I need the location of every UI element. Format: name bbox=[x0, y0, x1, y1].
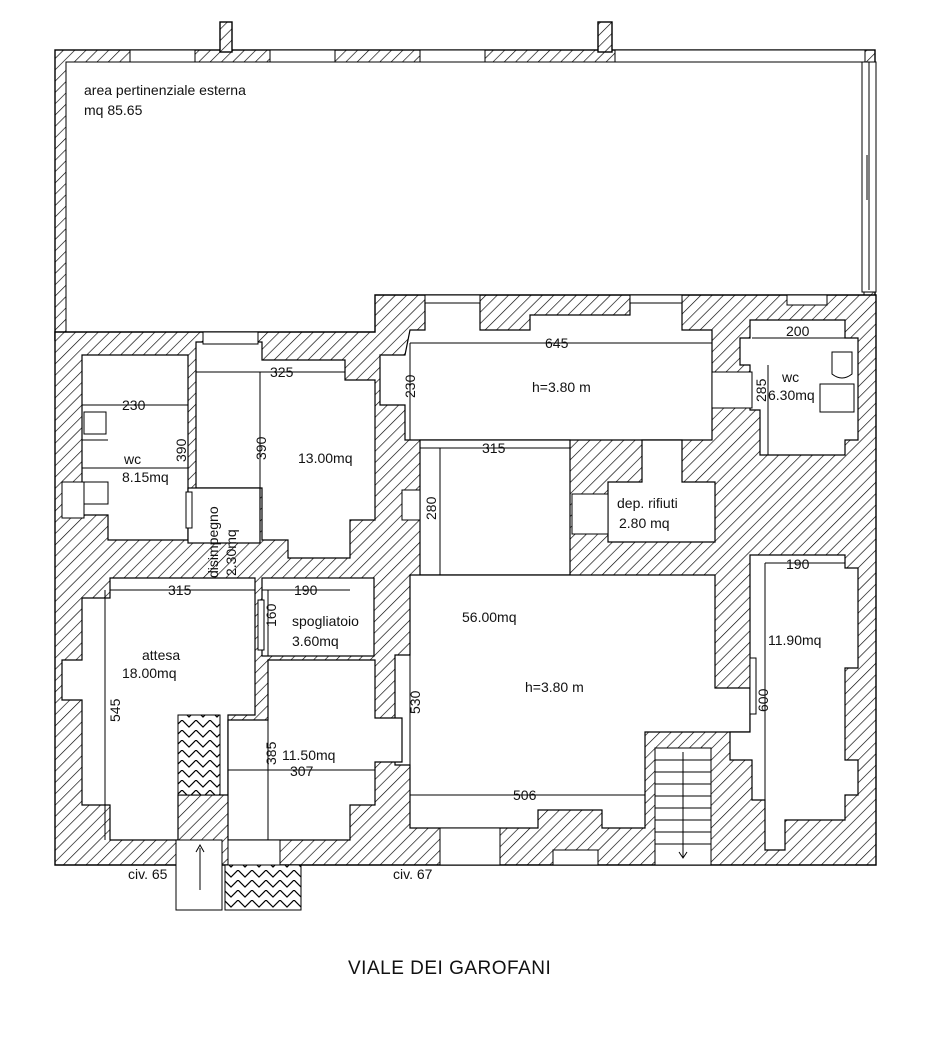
stair-treads bbox=[655, 752, 711, 859]
room-disimpegno bbox=[187, 487, 261, 544]
room-right-area: 11.90mq bbox=[768, 632, 821, 648]
entrance-civ-67: civ. 67 bbox=[393, 866, 433, 882]
attesa-name: attesa bbox=[142, 647, 180, 663]
dim-325: 325 bbox=[270, 364, 294, 380]
wc-right-passage bbox=[711, 371, 753, 409]
dim-190-a: 190 bbox=[294, 582, 318, 598]
wc-left-toilet bbox=[83, 411, 107, 435]
room-1150 bbox=[227, 659, 403, 841]
dim-230-a: 230 bbox=[122, 397, 146, 413]
dim-530: 530 bbox=[407, 690, 423, 714]
wc-right-area: 6.30mq bbox=[768, 387, 815, 403]
wc-left-sink bbox=[83, 481, 109, 505]
room-wc-right bbox=[739, 319, 859, 456]
spogliatoio-door bbox=[257, 599, 265, 651]
wc-right-toilet bbox=[831, 351, 853, 379]
disimpegno-name: disimpegno bbox=[205, 506, 221, 578]
entrance-civ-65: civ. 65 bbox=[128, 866, 168, 882]
main-hall-door bbox=[552, 849, 599, 866]
spogliatoio-area: 3.60mq bbox=[292, 633, 339, 649]
hall-top-height: h=3.80 m bbox=[532, 379, 591, 395]
dim-385: 385 bbox=[263, 741, 279, 765]
window-top-3 bbox=[419, 49, 486, 63]
room-1150-area: 11.50mq bbox=[282, 747, 335, 763]
dim-545: 545 bbox=[107, 698, 123, 722]
disimpegno-door bbox=[185, 491, 193, 529]
main-hall-height: h=3.80 m bbox=[525, 679, 584, 695]
courtyard-interior bbox=[65, 61, 865, 333]
wc-left-area: 8.15mq bbox=[122, 469, 169, 485]
gate-top-right bbox=[614, 49, 866, 63]
rooms bbox=[61, 294, 859, 911]
entrance-landing bbox=[175, 839, 223, 911]
entrance-door bbox=[227, 839, 281, 866]
dim-600: 600 bbox=[755, 688, 771, 712]
outdoor-area-name: area pertinenziale esterna bbox=[84, 82, 246, 98]
corridor-niche bbox=[401, 489, 421, 521]
window-hall-2 bbox=[629, 294, 683, 304]
dim-315-a: 315 bbox=[482, 440, 506, 456]
window-hall-1 bbox=[424, 294, 481, 304]
room-office bbox=[195, 341, 376, 559]
attesa-area: 18.00mq bbox=[122, 665, 176, 681]
outdoor-area-size: mq 85.65 bbox=[84, 102, 143, 118]
wc-right-name: wc bbox=[781, 369, 799, 385]
dep-rifiuti-name: dep. rifiuti bbox=[617, 495, 678, 511]
room-dep-rifiuti bbox=[607, 439, 716, 543]
outdoor-area: area pertinenziale esterna mq 85.65 bbox=[54, 21, 877, 341]
wc-right-window bbox=[786, 294, 828, 306]
room-hall-top bbox=[379, 299, 713, 441]
office-area: 13.00mq bbox=[298, 450, 352, 466]
dep-rifiuti-area: 2.80 mq bbox=[619, 515, 670, 531]
window-top-1 bbox=[129, 49, 196, 63]
dep-rifiuti-door bbox=[571, 493, 609, 535]
room-corridor bbox=[419, 439, 571, 576]
dim-280: 280 bbox=[423, 496, 439, 520]
main-hall-window-1 bbox=[439, 827, 501, 866]
dim-506: 506 bbox=[513, 787, 537, 803]
office-window bbox=[202, 331, 259, 345]
room-right-door bbox=[749, 657, 757, 715]
dim-160: 160 bbox=[263, 603, 279, 627]
dim-200: 200 bbox=[786, 323, 810, 339]
entrance-step-right bbox=[224, 864, 302, 911]
window-top-2 bbox=[269, 49, 336, 63]
stub-left bbox=[219, 21, 233, 53]
entrance-stair-left bbox=[177, 714, 221, 796]
main-hall-area: 56.00mq bbox=[462, 609, 516, 625]
dim-645: 645 bbox=[545, 335, 569, 351]
dim-307: 307 bbox=[290, 763, 314, 779]
dim-190-b: 190 bbox=[786, 556, 810, 572]
dim-315-b: 315 bbox=[168, 582, 192, 598]
dimension-labels: 230 390 325 390 645 230 200 285 315 280 … bbox=[107, 323, 810, 803]
room-right bbox=[729, 554, 859, 851]
wc-right-sink bbox=[819, 383, 855, 413]
disimpegno-area: 2.30mq bbox=[223, 529, 239, 576]
stub-right bbox=[597, 21, 613, 53]
dim-230-b: 230 bbox=[402, 374, 418, 398]
wc-left-name: wc bbox=[123, 451, 141, 467]
dim-390-a: 390 bbox=[173, 438, 189, 462]
street-name: VIALE DEI GAROFANI bbox=[348, 958, 551, 979]
spogliatoio-name: spogliatoio bbox=[292, 613, 359, 629]
dimension-lines bbox=[82, 337, 845, 840]
room-labels: wc 8.15mq 13.00mq h=3.80 m wc 6.30mq dep… bbox=[122, 369, 821, 763]
wc-left-vanity bbox=[61, 481, 85, 519]
dim-390-b: 390 bbox=[253, 436, 269, 460]
dim-285: 285 bbox=[753, 378, 769, 402]
